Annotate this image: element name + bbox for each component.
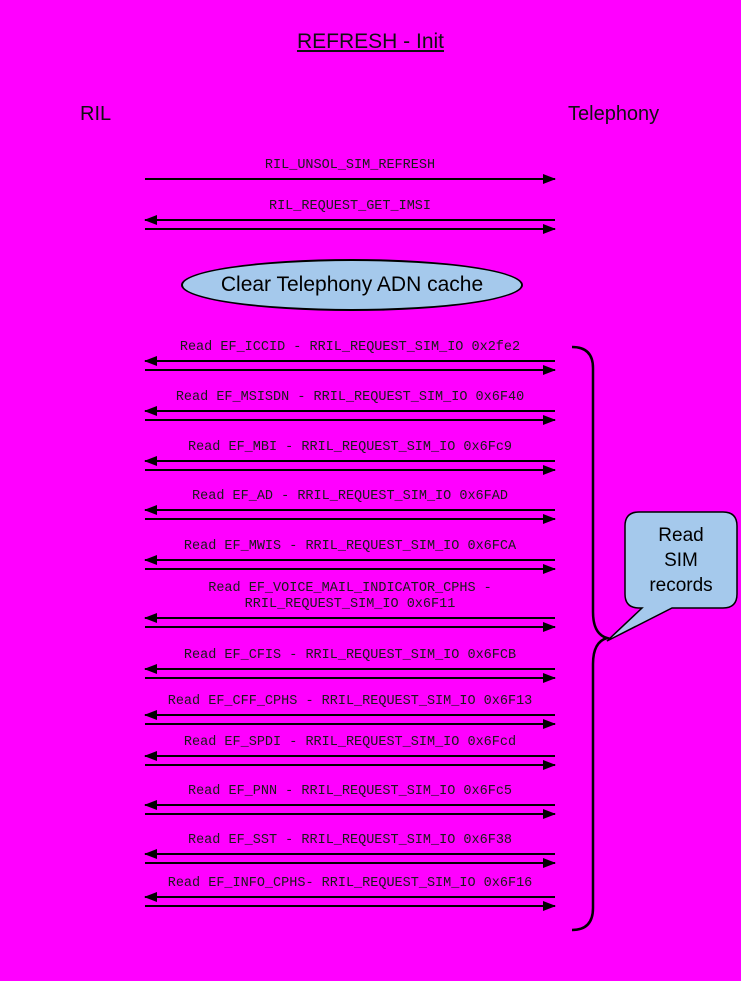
arrow-left-icon (144, 751, 555, 761)
message-read-ef-info-cphs: Read EF_INFO_CPHS- RRIL_REQUEST_SIM_IO 0… (144, 876, 556, 914)
message-label: Read EF_MBI - RRIL_REQUEST_SIM_IO 0x6Fc9 (187, 440, 513, 455)
message-read-ef-mbi: Read EF_MBI - RRIL_REQUEST_SIM_IO 0x6Fc9 (144, 440, 556, 478)
arrow-right-icon (145, 224, 556, 234)
message-label: Read EF_VOICE_MAIL_INDICATOR_CPHS - RRIL… (208, 581, 492, 612)
message-label: Read EF_ICCID - RRIL_REQUEST_SIM_IO 0x2f… (179, 340, 521, 355)
message-read-ef-voice-mail-indicator-cphs: Read EF_VOICE_MAIL_INDICATOR_CPHS - RRIL… (144, 581, 556, 635)
message-read-ef-iccid: Read EF_ICCID - RRIL_REQUEST_SIM_IO 0x2f… (144, 340, 556, 378)
message-label: RIL_REQUEST_GET_IMSI (268, 199, 432, 214)
arrow-left-icon (144, 892, 555, 902)
arrow-right-icon (145, 174, 556, 184)
arrow-right-icon (145, 415, 556, 425)
arrow-right-icon (145, 514, 556, 524)
message-label: Read EF_SST - RRIL_REQUEST_SIM_IO 0x6F38 (187, 833, 513, 848)
message-label: Read EF_CFF_CPHS - RRIL_REQUEST_SIM_IO 0… (167, 694, 533, 709)
note-label: Clear Telephony ADN cache (220, 273, 484, 296)
message-label: Read EF_CFIS - RRIL_REQUEST_SIM_IO 0x6FC… (183, 648, 517, 663)
message-read-ef-cff-cphs: Read EF_CFF_CPHS - RRIL_REQUEST_SIM_IO 0… (144, 694, 556, 732)
arrow-left-icon (144, 555, 555, 565)
arrow-right-icon (145, 673, 556, 683)
message-label: RIL_UNSOL_SIM_REFRESH (264, 158, 436, 173)
arrow-right-icon (145, 901, 556, 911)
message-read-ef-spdi: Read EF_SPDI - RRIL_REQUEST_SIM_IO 0x6Fc… (144, 735, 556, 773)
arrow-right-icon (145, 858, 556, 868)
message-read-ef-sst: Read EF_SST - RRIL_REQUEST_SIM_IO 0x6F38 (144, 833, 556, 871)
note-clear-adn-cache: Clear Telephony ADN cache (181, 259, 523, 311)
arrow-right-icon (145, 719, 556, 729)
message-label: Read EF_MSISDN - RRIL_REQUEST_SIM_IO 0x6… (175, 390, 525, 405)
callout-read-sim-records: Read SIM records (649, 524, 713, 596)
arrow-left-icon (144, 215, 555, 225)
message-unsol-sim-refresh: RIL_UNSOL_SIM_REFRESH (145, 158, 556, 187)
arrow-left-icon (144, 800, 555, 810)
arrow-right-icon (145, 809, 556, 819)
message-read-ef-mwis: Read EF_MWIS - RRIL_REQUEST_SIM_IO 0x6FC… (144, 539, 556, 577)
arrow-left-icon (144, 613, 555, 623)
message-label: Read EF_PNN - RRIL_REQUEST_SIM_IO 0x6Fc5 (187, 784, 513, 799)
arrow-left-icon (144, 664, 555, 674)
actor-ril: RIL (80, 103, 112, 125)
arrow-left-icon (144, 456, 555, 466)
arrow-right-icon (145, 564, 556, 574)
arrow-left-icon (144, 849, 555, 859)
message-read-ef-msisdn: Read EF_MSISDN - RRIL_REQUEST_SIM_IO 0x6… (144, 390, 556, 428)
message-label: Read EF_INFO_CPHS- RRIL_REQUEST_SIM_IO 0… (167, 876, 533, 891)
arrow-right-icon (145, 465, 556, 475)
message-get-imsi: RIL_REQUEST_GET_IMSI (144, 199, 556, 237)
arrow-right-icon (145, 622, 556, 632)
arrow-right-icon (145, 760, 556, 770)
message-read-ef-ad: Read EF_AD - RRIL_REQUEST_SIM_IO 0x6FAD (144, 489, 556, 527)
group-brace-icon (571, 345, 612, 932)
arrow-left-icon (144, 406, 555, 416)
message-label: Read EF_MWIS - RRIL_REQUEST_SIM_IO 0x6FC… (183, 539, 517, 554)
message-label: Read EF_SPDI - RRIL_REQUEST_SIM_IO 0x6Fc… (183, 735, 517, 750)
actor-telephony: Telephony (568, 103, 660, 125)
arrow-left-icon (144, 710, 555, 720)
message-read-ef-cfis: Read EF_CFIS - RRIL_REQUEST_SIM_IO 0x6FC… (144, 648, 556, 686)
message-read-ef-pnn: Read EF_PNN - RRIL_REQUEST_SIM_IO 0x6Fc5 (144, 784, 556, 822)
message-label: Read EF_AD - RRIL_REQUEST_SIM_IO 0x6FAD (192, 489, 508, 504)
arrow-left-icon (144, 505, 555, 515)
diagram-title: REFRESH - Init (296, 30, 445, 53)
arrow-left-icon (144, 356, 555, 366)
arrow-right-icon (145, 365, 556, 375)
